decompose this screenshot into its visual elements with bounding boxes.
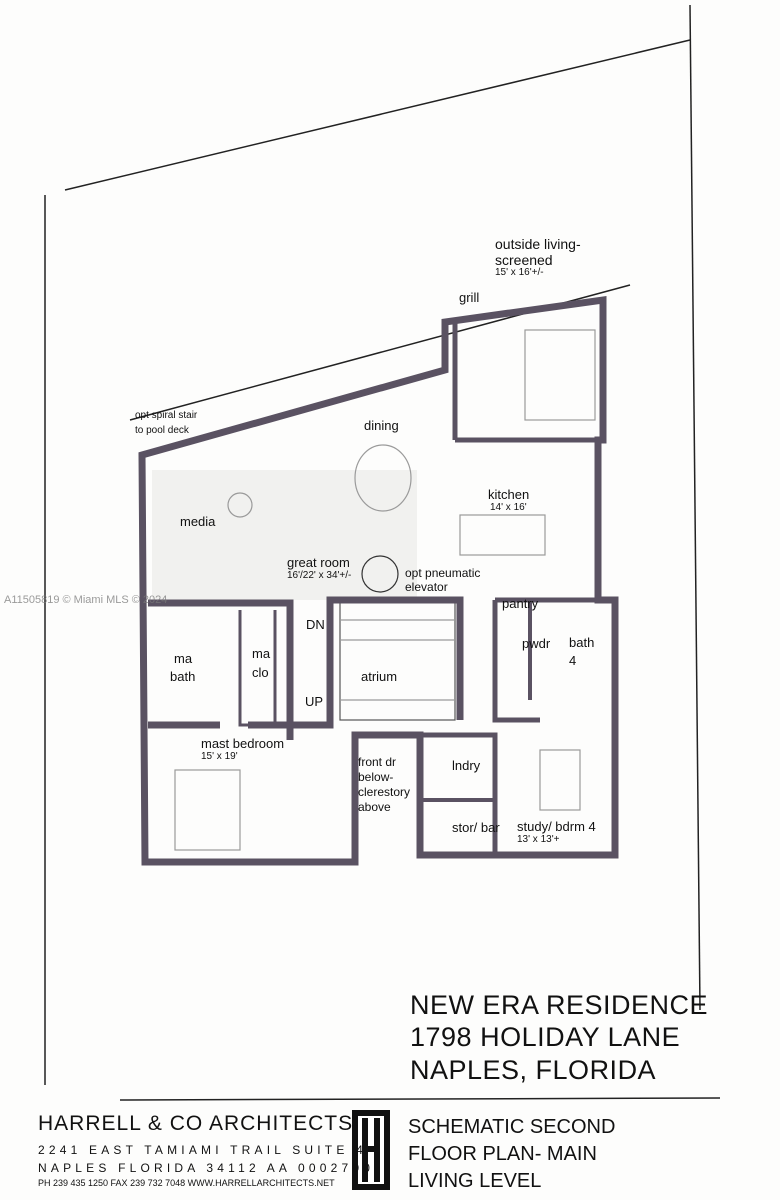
- room-label: study/ bdrm 4: [517, 819, 596, 834]
- room-dimension: 14' x 16': [490, 502, 527, 513]
- room-label: bath: [569, 635, 595, 650]
- room-label: to pool deck: [135, 425, 189, 436]
- room-label: elevator: [405, 580, 448, 594]
- room-label: clo: [252, 665, 269, 680]
- room-dimension: 15' x 19': [201, 751, 238, 762]
- walls: [138, 295, 619, 866]
- firm-name: HARRELL & CO ARCHITECTS: [38, 1112, 354, 1135]
- stair-label: UP: [305, 694, 324, 709]
- project-address: 1798 HOLIDAY LANE: [410, 1022, 681, 1052]
- sheet-title: FLOOR PLAN- MAIN: [408, 1143, 597, 1165]
- room-label: bath: [170, 669, 196, 684]
- room-dimension: 13' x 13'+: [517, 834, 560, 845]
- furniture-sketch: [152, 329, 596, 851]
- room-label: opt spiral stair: [135, 410, 198, 421]
- mls-watermark: A11505819 © Miami MLS © 2024: [4, 594, 168, 606]
- firm-logo: [352, 1110, 390, 1190]
- room-label: lndry: [452, 758, 481, 773]
- room-dimension: 16'/22' x 34'+/-: [287, 570, 352, 581]
- room-label: above: [358, 800, 391, 814]
- property-lines: [44, 4, 721, 1101]
- firm-address: NAPLES FLORIDA 34112 AA 0002700: [38, 1161, 375, 1175]
- room-label: kitchen: [488, 487, 530, 502]
- stair-label: DN: [306, 617, 325, 632]
- room-label: pwdr: [522, 636, 551, 651]
- room-label: pantry: [502, 596, 539, 611]
- firm-address: 2241 EAST TAMIAMI TRAIL SUITE 4: [38, 1143, 367, 1157]
- room-label: outside living-: [495, 236, 581, 252]
- room-dimension: 15' x 16'+/-: [495, 267, 544, 278]
- room-label: atrium: [361, 669, 398, 684]
- room-label: grill: [459, 290, 480, 305]
- project-title: NEW ERA RESIDENCE: [410, 990, 709, 1020]
- room-label: ma: [174, 651, 193, 666]
- room-label: great room: [287, 555, 350, 570]
- room-label: 4: [569, 653, 577, 668]
- room-label: ma: [252, 646, 271, 661]
- room-label: mast bedroom: [201, 736, 285, 751]
- room-label: below-: [358, 770, 394, 784]
- firm-contact: PH 239 435 1250 FAX 239 732 7048 WWW.HAR…: [38, 1178, 335, 1188]
- room-label: stor/ bar: [452, 820, 500, 835]
- sheet-title: LIVING LEVEL: [408, 1170, 542, 1192]
- room-label: front dr: [358, 755, 397, 769]
- sheet-title: SCHEMATIC SECOND: [408, 1116, 616, 1138]
- room-label: opt pneumatic: [405, 566, 481, 580]
- room-label: clerestory: [358, 785, 411, 799]
- room-label: screened: [495, 252, 553, 268]
- project-city: NAPLES, FLORIDA: [410, 1055, 657, 1085]
- room-label: media: [180, 514, 216, 529]
- room-label: dining: [364, 418, 399, 433]
